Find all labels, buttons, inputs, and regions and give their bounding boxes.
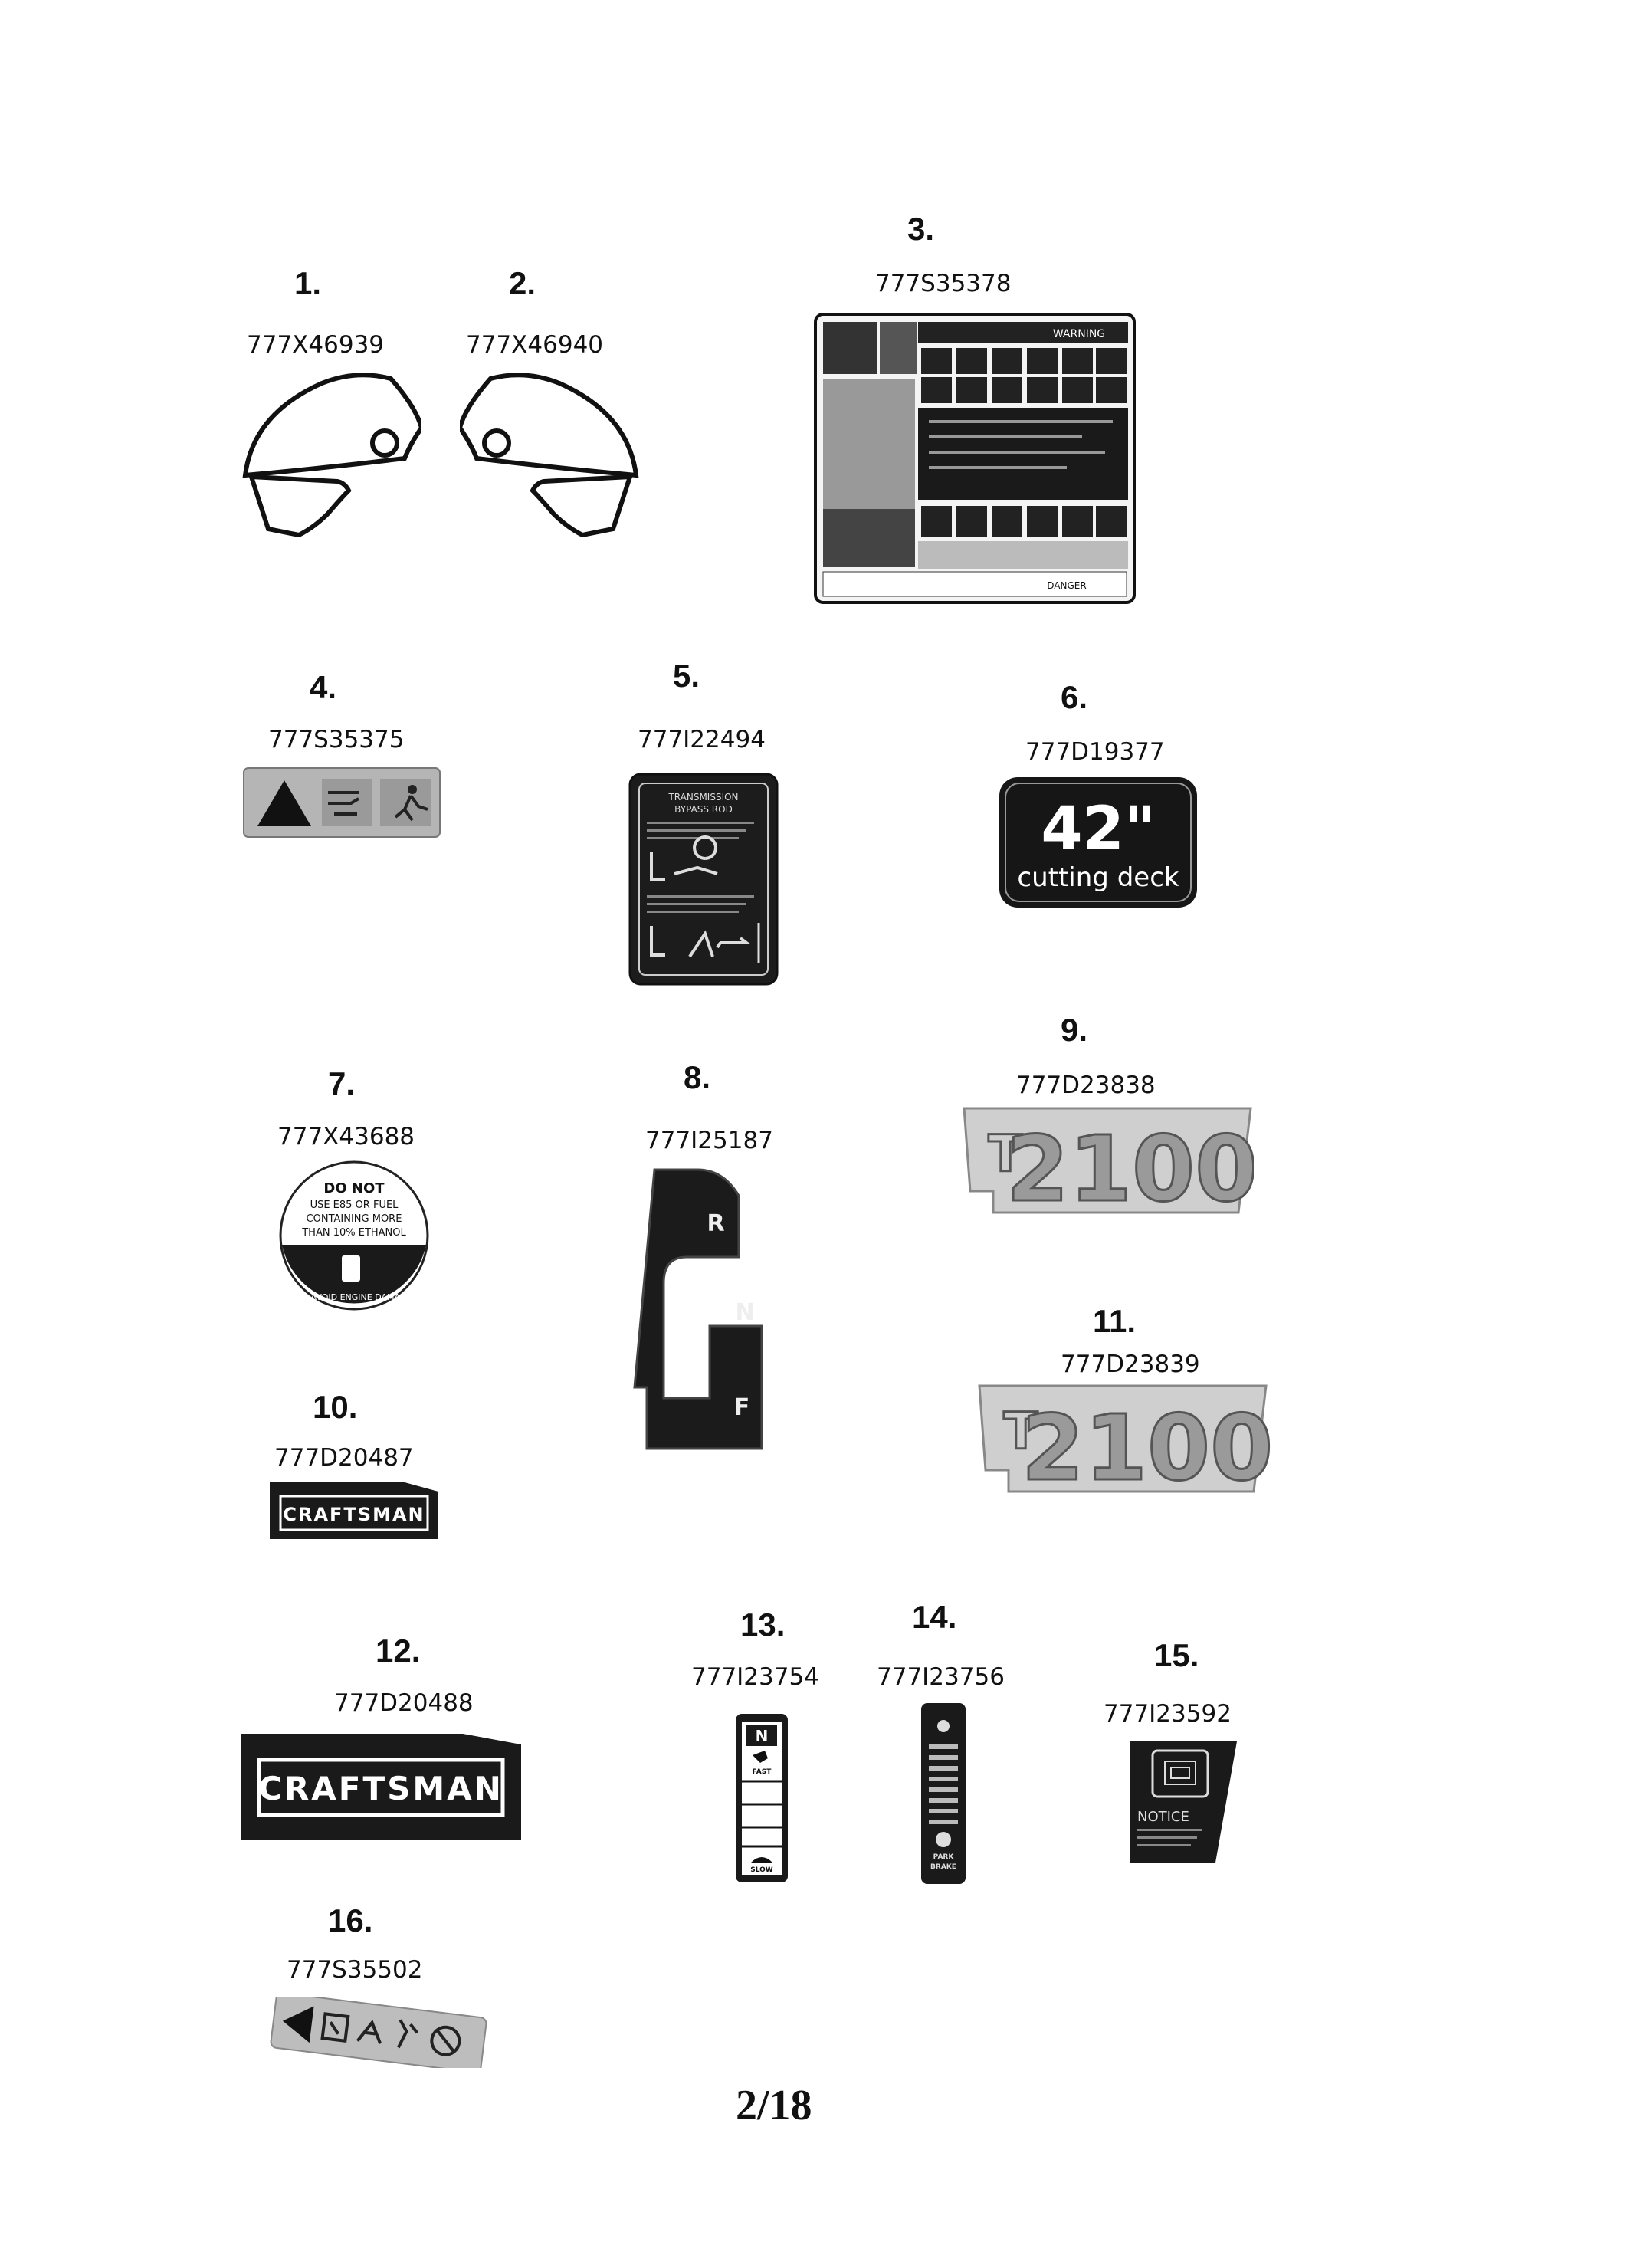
part-number-16: 777S35502 [287, 1956, 423, 1984]
item-number-7: 7. [328, 1065, 356, 1101]
model-decal-t2100-alt: T 2100 [978, 1384, 1271, 1495]
warning-heading: WARNING [1053, 328, 1105, 340]
item-number-14: 14. [912, 1599, 957, 1635]
model-number-alt: 2100 [1022, 1395, 1271, 1495]
cutting-deck-size-decal: 42" cutting deck [999, 777, 1197, 908]
item-number-6: 6. [1061, 679, 1088, 715]
fuel-line-4: THAN 10% ETHANOL [301, 1227, 406, 1239]
item-number-11: 11. [1093, 1303, 1137, 1339]
page-number: 2/18 [736, 2082, 812, 2129]
item-number-13: 13. [740, 1607, 786, 1643]
model-decal-t2100: T 2100 [963, 1107, 1254, 1216]
item-number-16: 16. [328, 1902, 373, 1938]
item-number-5: 5. [673, 658, 700, 694]
part-number-15: 777I23592 [1104, 1700, 1232, 1728]
part-number-12: 777D20488 [334, 1689, 474, 1717]
transmission-bypass-decal: TRANSMISSION BYPASS ROD [628, 773, 779, 986]
notice-heading: NOTICE [1137, 1809, 1189, 1825]
part-number-9: 777D23838 [1016, 1072, 1156, 1099]
fuel-warning-decal: DO NOT USE E85 OR FUEL CONTAINING MORE T… [279, 1160, 429, 1311]
craftsman-large-text: CRAFTSMAN [258, 1770, 503, 1807]
part-number-8: 777I25187 [645, 1127, 773, 1154]
deck-size-text: 42" [1041, 795, 1155, 864]
item-number-8: 8. [684, 1059, 711, 1095]
part-number-4: 777S35375 [268, 726, 405, 753]
craftsman-small-text: CRAFTSMAN [283, 1504, 425, 1525]
item-number-10: 10. [313, 1389, 358, 1425]
throttle-neutral: N [756, 1727, 769, 1745]
park-brake-label-2: BRAKE [930, 1863, 956, 1871]
item-number-2: 2. [509, 265, 536, 301]
transmission-title: TRANSMISSION [667, 792, 738, 802]
item-number-15: 15. [1154, 1637, 1199, 1673]
warning-safety-decal: WARNING DANGER [814, 313, 1136, 604]
item-number-12: 12. [376, 1633, 421, 1669]
deck-label-text: cutting deck [1017, 862, 1179, 893]
craftsman-logo-large: CRAFTSMAN [241, 1734, 521, 1840]
part-number-13: 777I23754 [691, 1663, 819, 1691]
fuel-ring-text: TO AVOID ENGINE DAMAGE [296, 1292, 412, 1302]
fuel-line-3: CONTAINING MORE [307, 1213, 402, 1225]
part-number-10: 777D20487 [274, 1444, 414, 1472]
park-brake-decal: PARK BRAKE [921, 1703, 966, 1884]
park-brake-label-1: PARK [933, 1853, 955, 1861]
shift-neutral: N [735, 1299, 754, 1326]
warning-strip-decal-2 [270, 1997, 487, 2068]
transmission-subtitle: BYPASS ROD [674, 804, 733, 815]
part-number-3: 777S35378 [875, 270, 1012, 297]
throttle-decal: N FAST SLOW [736, 1714, 788, 1882]
part-number-14: 777I23756 [877, 1663, 1005, 1691]
part-number-7: 777X43688 [277, 1123, 415, 1150]
fuel-line-1: DO NOT [323, 1180, 385, 1196]
fuel-line-2: USE E85 OR FUEL [310, 1200, 399, 1211]
shift-reverse: R [707, 1210, 724, 1237]
model-prefix-alt: T [1003, 1402, 1038, 1461]
item-number-3: 3. [907, 211, 935, 247]
danger-heading: DANGER [1047, 580, 1086, 591]
part-number-2: 777X46940 [466, 331, 604, 359]
fender-decal-right [460, 373, 639, 538]
part-number-11: 777D23839 [1061, 1351, 1200, 1378]
warning-strip-decal [243, 767, 441, 838]
item-number-1: 1. [294, 265, 322, 301]
model-prefix: T [988, 1124, 1022, 1183]
model-number: 2100 [1006, 1116, 1254, 1216]
part-number-6: 777D19377 [1025, 738, 1165, 766]
part-number-5: 777I22494 [638, 726, 766, 753]
fender-decal-left [242, 373, 421, 538]
craftsman-logo-small: CRAFTSMAN [270, 1482, 438, 1539]
item-number-4: 4. [310, 669, 337, 705]
notice-decal: NOTICE [1130, 1741, 1237, 1863]
item-number-9: 9. [1061, 1012, 1088, 1048]
throttle-slow: SLOW [750, 1866, 773, 1874]
part-number-1: 777X46939 [247, 331, 385, 359]
throttle-fast: FAST [753, 1768, 772, 1776]
shift-forward: F [734, 1394, 750, 1421]
shift-pattern-decal: R N F [633, 1168, 763, 1450]
